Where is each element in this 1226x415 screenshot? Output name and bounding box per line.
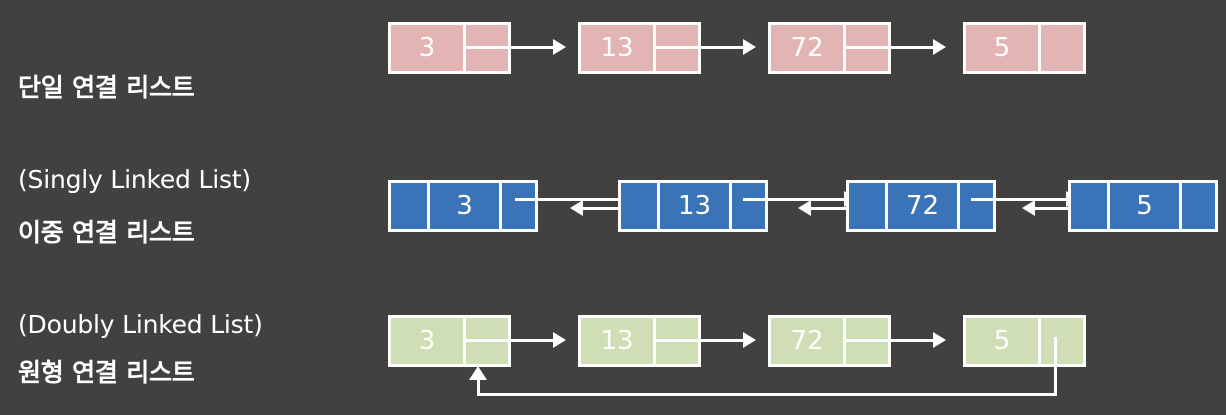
row-label-doubly-ko: 이중 연결 리스트 bbox=[18, 218, 195, 247]
node-circular-4: 5 bbox=[963, 315, 1086, 367]
wrap-link-vertical-left bbox=[477, 378, 480, 396]
node-pointer-cell bbox=[1038, 318, 1083, 364]
node-prev-cell bbox=[391, 183, 427, 229]
link-circular-2-3 bbox=[653, 339, 745, 342]
node-data-cell: 13 bbox=[657, 183, 729, 229]
node-data-cell: 3 bbox=[391, 25, 463, 71]
node-data-cell: 13 bbox=[581, 25, 653, 71]
row-label-singly-ko: 단일 연결 리스트 bbox=[18, 73, 195, 102]
node-next-cell bbox=[729, 183, 765, 229]
wrap-link-vertical-right bbox=[1054, 337, 1057, 396]
node-next-cell bbox=[499, 183, 535, 229]
arrowhead-circular-3-4 bbox=[933, 332, 946, 348]
arrowhead-singly-3-4 bbox=[933, 39, 946, 55]
link-doubly-next-3-4 bbox=[971, 198, 1068, 201]
node-doubly-4: 5 bbox=[1068, 180, 1218, 232]
node-next-cell bbox=[957, 183, 993, 229]
row-label-circular: 원형 연결 리스트 (Circular Linked List) bbox=[18, 297, 271, 415]
node-doubly-1: 3 bbox=[388, 180, 538, 232]
link-circular-3-4 bbox=[843, 339, 935, 342]
link-circular-1-2 bbox=[463, 339, 555, 342]
node-data-cell: 13 bbox=[581, 318, 653, 364]
node-data-cell: 5 bbox=[966, 318, 1038, 364]
arrowhead-doubly-prev-4-3 bbox=[1022, 200, 1035, 216]
link-doubly-next-2-3 bbox=[743, 198, 846, 201]
node-next-cell bbox=[1179, 183, 1215, 229]
node-prev-cell bbox=[1071, 183, 1107, 229]
node-data-cell: 3 bbox=[391, 318, 463, 364]
node-data-cell: 5 bbox=[1107, 183, 1179, 229]
link-singly-3-4 bbox=[843, 46, 935, 49]
link-singly-1-2 bbox=[463, 46, 555, 49]
row-label-circular-ko: 원형 연결 리스트 bbox=[18, 358, 195, 387]
link-singly-2-3 bbox=[653, 46, 745, 49]
row-label-singly: 단일 연결 리스트 (Singly Linked List) bbox=[18, 12, 251, 256]
node-singly-4: 5 bbox=[963, 22, 1086, 74]
node-prev-cell bbox=[849, 183, 885, 229]
node-data-cell: 72 bbox=[771, 318, 843, 364]
node-data-cell: 5 bbox=[966, 25, 1038, 71]
row-label-singly-en: (Singly Linked List) bbox=[18, 164, 251, 194]
arrowhead-circular-2-3 bbox=[743, 332, 756, 348]
wrap-link-horizontal bbox=[477, 393, 1057, 396]
arrowhead-wrap-to-head bbox=[469, 366, 487, 380]
row-label-doubly-en: (Doubly Linked List) bbox=[18, 309, 263, 339]
node-prev-cell bbox=[621, 183, 657, 229]
arrowhead-singly-2-3 bbox=[743, 39, 756, 55]
arrowhead-doubly-prev-2-1 bbox=[570, 200, 583, 216]
link-doubly-next-1-2 bbox=[515, 198, 620, 201]
row-label-doubly: 이중 연결 리스트 (Doubly Linked List) bbox=[18, 157, 263, 401]
node-doubly-2: 13 bbox=[618, 180, 768, 232]
node-data-cell: 72 bbox=[771, 25, 843, 71]
arrowhead-doubly-prev-3-2 bbox=[798, 200, 811, 216]
arrowhead-singly-1-2 bbox=[553, 39, 566, 55]
node-data-cell: 72 bbox=[885, 183, 957, 229]
arrowhead-circular-1-2 bbox=[553, 332, 566, 348]
node-pointer-cell bbox=[1038, 25, 1083, 71]
node-data-cell: 3 bbox=[427, 183, 499, 229]
node-doubly-3: 72 bbox=[846, 180, 996, 232]
